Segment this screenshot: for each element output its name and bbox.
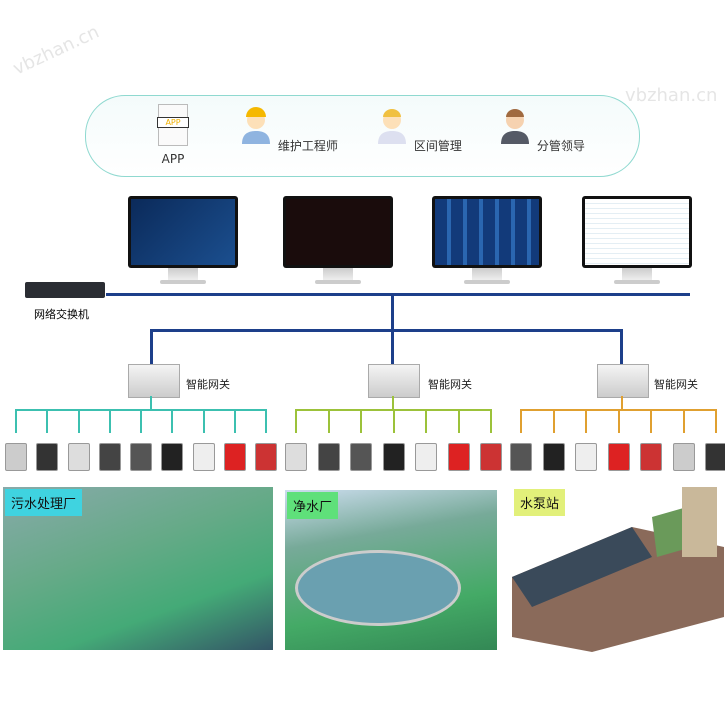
- tree-leaf-line: [234, 409, 236, 433]
- field-device-icon: [705, 443, 725, 471]
- monitor-dashboard-3d: [128, 196, 238, 292]
- gateway-drop: [150, 329, 153, 365]
- gateway-label: 智能网关: [654, 378, 698, 391]
- site-label: 污水处理厂: [5, 489, 83, 516]
- clarifier-tank: [295, 550, 461, 626]
- tree-leaf-line: [393, 409, 395, 433]
- monitor-dashboard-dark: [283, 196, 393, 292]
- tree-leaf-line: [458, 409, 460, 433]
- field-device-icon: [68, 443, 90, 471]
- field-device-icon: [193, 443, 215, 471]
- tree-leaf-line: [15, 409, 17, 433]
- gateway-icon: [128, 364, 180, 398]
- field-device-icon: [130, 443, 152, 471]
- gateway-icon: [597, 364, 649, 398]
- field-device-icon: [510, 443, 532, 471]
- field-device-icon: [285, 443, 307, 471]
- field-device-icon: [448, 443, 470, 471]
- leader-icon: [501, 109, 530, 144]
- tree-leaf-line: [618, 409, 620, 433]
- tree-leaf-line: [78, 409, 80, 433]
- tree-leaf-line: [715, 409, 717, 433]
- field-device-icon: [318, 443, 340, 471]
- tree-leaf-line: [140, 409, 142, 433]
- tree-stem: [621, 396, 623, 410]
- monitor-dashboard-grid: [432, 196, 542, 292]
- tree-leaf-line: [171, 409, 173, 433]
- switch-label: 网络交换机: [34, 308, 89, 321]
- field-device-icon: [415, 443, 437, 471]
- tree-leaf-line: [328, 409, 330, 433]
- field-device-icon: [575, 443, 597, 471]
- field-device-icon: [383, 443, 405, 471]
- watermark: vbzhan.cn: [9, 21, 103, 80]
- tree-leaf-line: [109, 409, 111, 433]
- network-switch-icon: [25, 282, 105, 298]
- field-device-icon: [673, 443, 695, 471]
- gateway-label: 智能网关: [428, 378, 472, 391]
- tree-leaf-line: [360, 409, 362, 433]
- tree-branch: [295, 409, 490, 411]
- ethernet-bus: [106, 293, 690, 296]
- field-device-icon: [99, 443, 121, 471]
- tree-stem: [150, 396, 152, 410]
- field-device-icon: [161, 443, 183, 471]
- gateway-icon: [368, 364, 420, 398]
- watermark: vbzhan.cn: [625, 85, 718, 106]
- manager-icon: [378, 109, 407, 144]
- tree-leaf-line: [585, 409, 587, 433]
- site-pump-station: 水泵站: [512, 487, 724, 652]
- tree-leaf-line: [203, 409, 205, 433]
- site-label: 水泵站: [514, 489, 566, 516]
- site-label: 净水厂: [287, 492, 339, 519]
- tree-leaf-line: [295, 409, 297, 433]
- gateway-label: 智能网关: [186, 378, 230, 391]
- tree-stem: [392, 396, 394, 410]
- tree-leaf-line: [265, 409, 267, 433]
- site-water-plant: 净水厂: [285, 490, 497, 650]
- field-device-icon: [36, 443, 58, 471]
- tree-leaf-line: [425, 409, 427, 433]
- field-device-icon: [480, 443, 502, 471]
- tree-leaf-line: [650, 409, 652, 433]
- gateway-drop: [620, 329, 623, 365]
- gateway-bus: [150, 329, 622, 332]
- gateway-drop: [391, 329, 394, 365]
- role-app: APP APP: [123, 104, 223, 166]
- app-icon: APP: [157, 104, 189, 146]
- role-section-manager: 区间管理: [368, 104, 468, 154]
- tree-leaf-line: [520, 409, 522, 433]
- bus-trunk: [391, 293, 394, 331]
- tree-branch: [520, 409, 715, 411]
- tree-leaf-line: [46, 409, 48, 433]
- role-leader: 分管领导: [491, 104, 591, 154]
- field-device-icon: [255, 443, 277, 471]
- field-device-icon: [224, 443, 246, 471]
- engineer-icon: [242, 107, 271, 144]
- tree-leaf-line: [553, 409, 555, 433]
- site-wastewater-plant: 污水处理厂: [3, 487, 273, 650]
- field-device-icon: [5, 443, 27, 471]
- tree-leaf-line: [490, 409, 492, 433]
- field-device-icon: [608, 443, 630, 471]
- field-device-icon: [640, 443, 662, 471]
- monitor-data-table: [582, 196, 692, 292]
- role-engineer: 维护工程师: [238, 104, 338, 154]
- field-device-icon: [350, 443, 372, 471]
- pump-station-diagram: [512, 487, 724, 652]
- tree-leaf-line: [683, 409, 685, 433]
- user-roles-panel: APP APP 维护工程师 区间管理 分管领导: [85, 95, 640, 177]
- field-device-icon: [543, 443, 565, 471]
